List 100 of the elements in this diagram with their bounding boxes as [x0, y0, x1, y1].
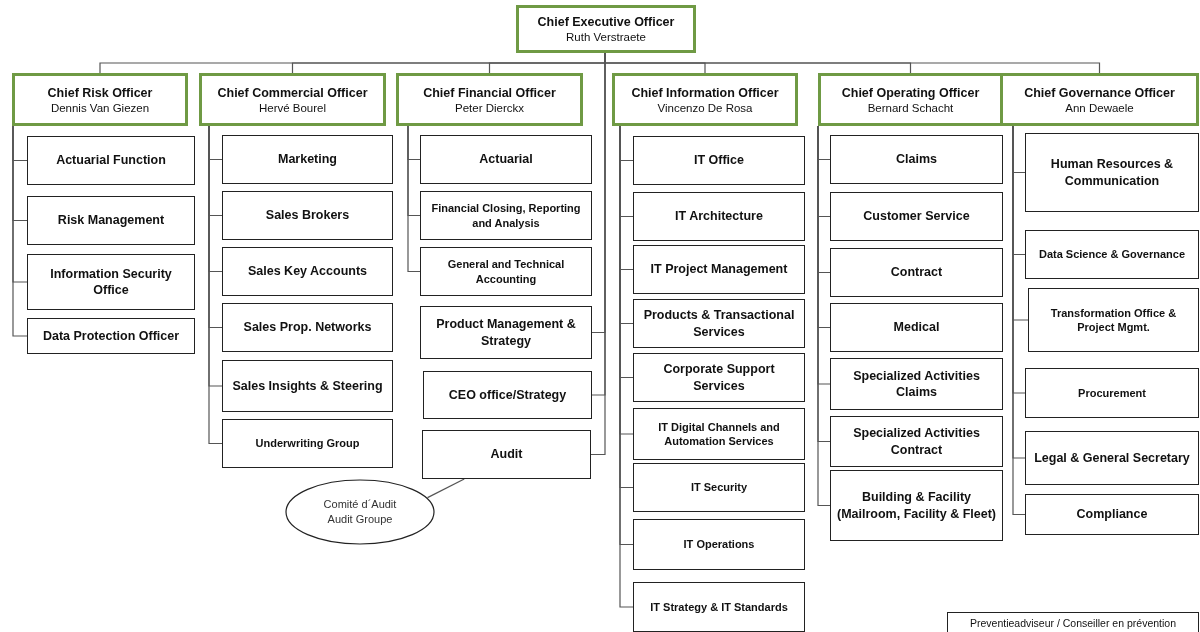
- department-box: [222, 419, 393, 468]
- department-name: Specialized Activities Claims: [852, 367, 981, 401]
- department-name: Information Security Office: [49, 265, 173, 299]
- department-box: [1025, 133, 1199, 212]
- department-name: Actuarial: [479, 151, 533, 168]
- department-name: IT Strategy & IT Standards: [650, 599, 788, 615]
- org-connector: [208, 125, 223, 445]
- department-name: General and Technical Accounting: [446, 257, 566, 286]
- department-name: Compliance: [1076, 506, 1148, 523]
- officer-box: [199, 73, 386, 126]
- person-name: Ruth Verstraete: [566, 31, 646, 43]
- department-box: [27, 196, 195, 245]
- department-box: [222, 135, 393, 184]
- department-box: [633, 582, 805, 632]
- note-box: [947, 612, 1199, 632]
- role-title: Chief Risk Officer: [47, 85, 153, 100]
- department-name: Sales Brokers: [265, 207, 350, 224]
- note-text: Preventieadviseur / Conseiller en prévention: [969, 616, 1176, 629]
- department-box: [830, 135, 1003, 184]
- department-name: IT Security: [690, 480, 748, 495]
- department-box: [633, 192, 805, 241]
- department-box: [633, 245, 805, 294]
- committee-name: Audit Groupe: [327, 512, 393, 527]
- department-name: CEO office/Strategy: [448, 386, 567, 404]
- department-name: IT Architecture: [675, 208, 763, 225]
- department-box: [633, 353, 805, 402]
- department-name: Data Protection Officer: [42, 327, 180, 345]
- department-name: IT Operations: [683, 537, 755, 552]
- department-box: [27, 136, 195, 185]
- department-box: [1025, 494, 1199, 535]
- department-name: IT Project Management: [650, 261, 788, 278]
- officer-box: [12, 73, 188, 126]
- org-connector: [12, 125, 28, 337]
- org-connector: [407, 125, 421, 273]
- department-name: Corporate Support Services: [662, 361, 776, 394]
- department-name: Underwriting Group: [255, 436, 360, 451]
- person-name: Hervé Bourel: [258, 101, 327, 114]
- department-box: [830, 470, 1003, 541]
- department-box: [633, 299, 805, 348]
- department-name: Sales Key Accounts: [248, 263, 367, 280]
- officer-box: [1000, 73, 1199, 126]
- department-name: Products & Transactional Services: [642, 307, 796, 340]
- department-name: IT Office: [694, 152, 744, 169]
- officer-box: [516, 5, 696, 53]
- department-name: IT Digital Channels and Automation Services: [657, 419, 781, 449]
- department-box: [830, 416, 1003, 467]
- department-name: Actuarial Function: [56, 152, 166, 169]
- role-title: Chief Commercial Officer: [217, 85, 368, 100]
- person-name: Ann Dewaele: [1065, 101, 1134, 114]
- department-box: [27, 318, 195, 354]
- department-box: [420, 135, 592, 184]
- department-box: [420, 247, 592, 296]
- person-name: Peter Dierckx: [455, 101, 524, 114]
- officer-box: [818, 73, 1003, 126]
- department-name: Data Science & Governance: [1038, 247, 1186, 262]
- officer-box: [396, 73, 583, 126]
- committee-ellipse: [285, 479, 435, 545]
- committee-name: Comité d´Audit: [323, 497, 397, 512]
- department-box: [830, 248, 1003, 297]
- officer-box: [612, 73, 798, 126]
- department-name: Building & Facility (Mailroom, Facility & Fleet): [836, 489, 997, 522]
- department-name: Legal & General Secretary: [1034, 449, 1190, 467]
- department-name: Audit: [490, 446, 523, 463]
- department-box: [633, 136, 805, 185]
- person-name: Dennis Van Giezen: [50, 101, 150, 114]
- department-name: Sales Prop. Networks: [243, 319, 372, 336]
- department-name: Procurement: [1078, 385, 1146, 401]
- department-name: Product Management & Strategy: [435, 316, 577, 349]
- department-name: Specialized Activities Contract: [852, 425, 981, 458]
- department-box: [633, 519, 805, 570]
- department-box: [420, 191, 592, 240]
- department-box: [1025, 431, 1199, 485]
- department-box: [222, 247, 393, 296]
- department-name: Sales Insights & Steering: [232, 377, 383, 395]
- department-box: [222, 360, 393, 412]
- department-name: Risk Management: [57, 212, 165, 229]
- department-box: [222, 191, 393, 240]
- department-name: Medical: [893, 319, 940, 336]
- department-box: [420, 306, 592, 359]
- department-name: Marketing: [277, 151, 337, 168]
- role-title: Chief Governance Officer: [1024, 85, 1175, 100]
- role-title: Chief Operating Officer: [841, 85, 980, 100]
- department-box: [222, 303, 393, 352]
- department-box: [1025, 368, 1199, 418]
- department-box: [422, 430, 591, 479]
- role-title: Chief Information Officer: [631, 85, 779, 100]
- department-box: [830, 192, 1003, 241]
- role-title: Chief Financial Officer: [423, 85, 556, 100]
- department-box: [423, 371, 592, 419]
- department-box: [633, 463, 805, 512]
- person-name: Bernard Schacht: [867, 101, 954, 114]
- department-box: [830, 358, 1003, 410]
- department-box: [1028, 288, 1199, 352]
- department-name: Transformation Office & Project Mgmt.: [1049, 305, 1178, 335]
- role-title: Chief Executive Officer: [537, 15, 675, 29]
- department-box: [633, 408, 805, 460]
- department-box: [830, 303, 1003, 352]
- department-name: Customer Service: [863, 208, 970, 225]
- leader-line: [426, 478, 465, 499]
- person-name: Vincenzo De Rosa: [657, 101, 753, 114]
